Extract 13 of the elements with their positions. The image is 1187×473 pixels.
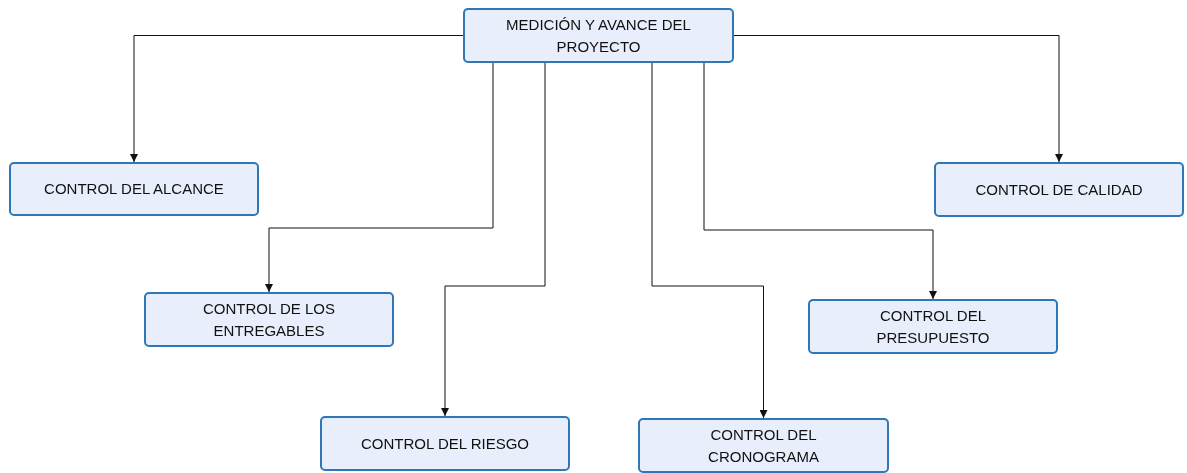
process-box: CONTROL DE LOS ENTREGABLES [144,292,394,347]
process-box: CONTROL DEL PRESUPUESTO [808,299,1058,354]
arrow [441,62,546,417]
root-box: MEDICIÓN Y AVANCE DEL PROYECTO [463,8,734,63]
arrow [130,35,464,163]
arrow [733,35,1063,163]
process-box: CONTROL DEL CRONOGRAMA [638,418,889,473]
arrow [651,62,768,419]
arrow [265,62,494,293]
process-box: CONTROL DE CALIDAD [934,162,1184,217]
process-box: CONTROL DEL RIESGO [320,416,570,471]
arrow [703,62,937,300]
process-box: CONTROL DEL ALCANCE [9,162,259,216]
